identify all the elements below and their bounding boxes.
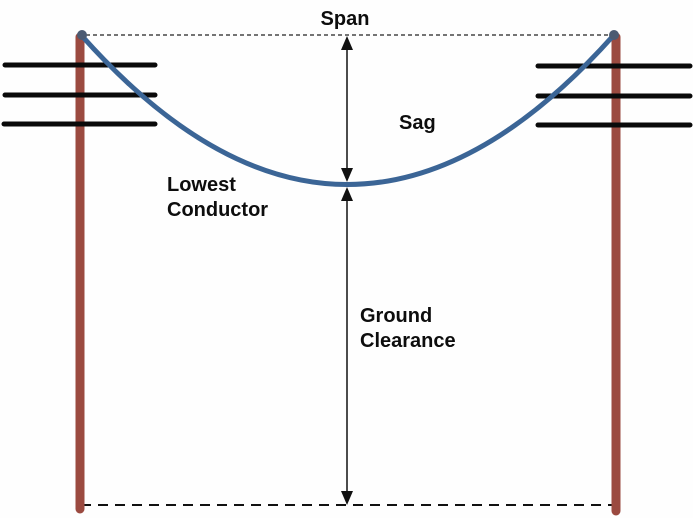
ground-clearance-arrow-up-icon (341, 187, 353, 201)
conductor-sag-curve (79, 33, 616, 187)
sag-label: Sag (399, 112, 436, 134)
lowest-conductor-label-line1: Lowest (167, 174, 236, 196)
right-attachment-point (609, 30, 619, 40)
ground-clearance-label-line1: Ground (360, 305, 432, 327)
span-label: Span (321, 8, 370, 30)
left-attachment-point (77, 30, 87, 40)
ground-clearance-arrow-down-icon (341, 491, 353, 505)
ground-clearance-label-line2: Clearance (360, 330, 456, 352)
lowest-conductor-label-line2: Conductor (167, 199, 268, 221)
sag-arrow-up-icon (341, 36, 353, 50)
sag-arrow-down-icon (341, 168, 353, 182)
